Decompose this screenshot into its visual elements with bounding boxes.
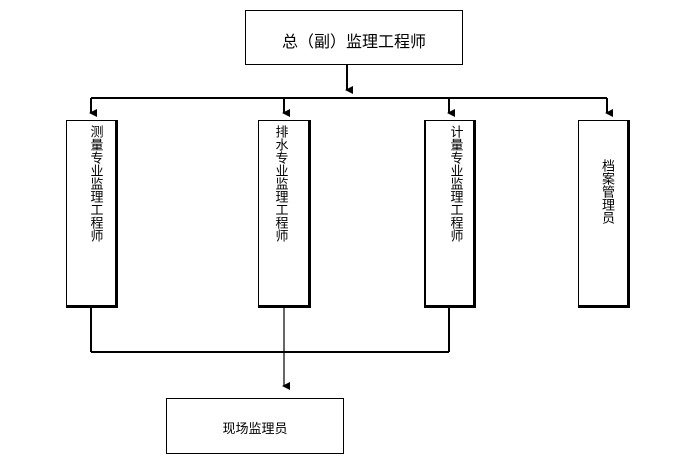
measurement-engineer-box: 计量专业监理工程师: [424, 120, 476, 308]
archivist-box: 档案管理员: [578, 120, 630, 308]
site-supervisor-label: 现场监理员: [222, 422, 288, 437]
chief-supervisor-box: 总（副）监理工程师: [245, 10, 463, 65]
survey-engineer-box: 测量专业监理工程师: [66, 120, 118, 308]
measurement-engineer-label: 计量专业监理工程师: [447, 125, 463, 242]
survey-engineer-label: 测量专业监理工程师: [87, 125, 103, 242]
drainage-engineer-box: 排水专业监理工程师: [258, 120, 311, 308]
drainage-engineer-label: 排水专业监理工程师: [272, 125, 288, 242]
chief-supervisor-label: 总（副）监理工程师: [281, 32, 426, 51]
site-supervisor-box: 现场监理员: [166, 398, 344, 454]
archivist-label: 档案管理员: [599, 159, 614, 224]
